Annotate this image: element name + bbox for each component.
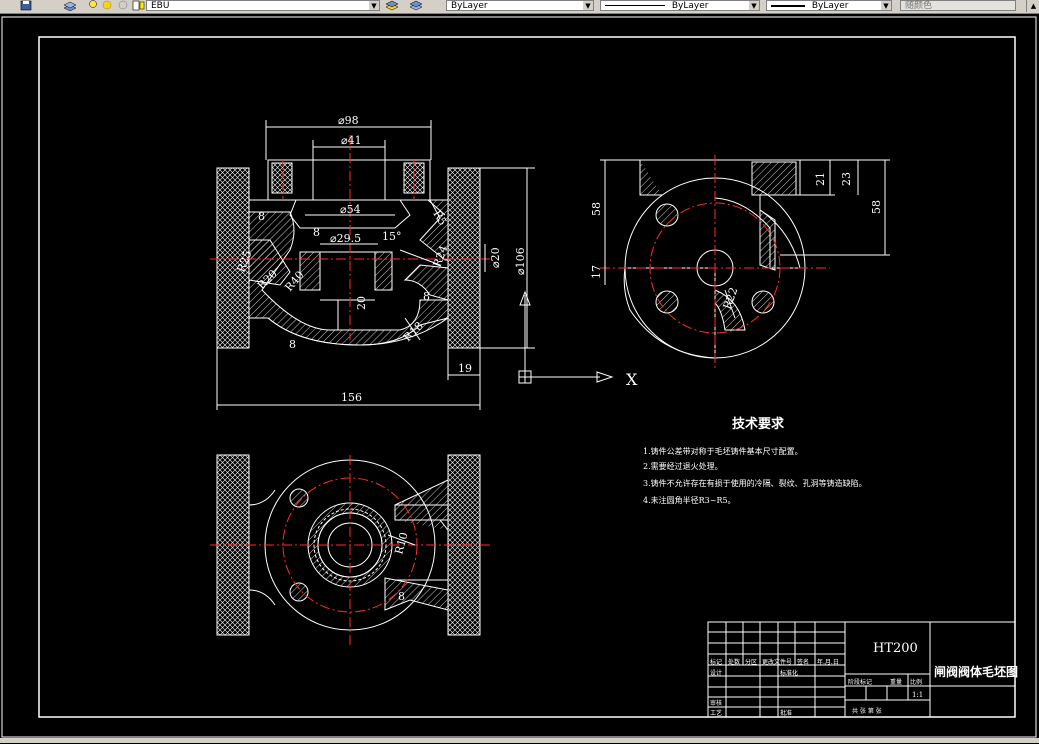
dim-23: 23 [840, 172, 853, 186]
ucs-x-label: X [626, 370, 638, 389]
color-dropdown[interactable]: ByLayer ▼ [446, 0, 594, 11]
dim-29-5: ⌀29.5 [330, 232, 361, 245]
plotstyle-value: 随颜色 [905, 1, 933, 11]
top-view-dims: R10 8 [392, 531, 410, 603]
dim-8d: 8 [289, 338, 296, 351]
dim-19: 19 [458, 362, 472, 375]
dim-R10: R10 [392, 531, 410, 556]
tech-req-title: 技术要求 [732, 416, 785, 432]
layer-name: EBU [151, 1, 170, 11]
sheet-border [1, 16, 1037, 738]
tb-check: 审核 [710, 699, 722, 707]
dim-R22: R22 [721, 286, 741, 311]
color-value: ByLayer [451, 1, 488, 11]
dim-phi106: ⌀106 [514, 247, 527, 275]
tech-req-item-4: 4.未注圆角半径R3~R5。 [643, 495, 736, 505]
tb-date: 年.月.日 [817, 658, 839, 666]
tb-design: 设计 [710, 669, 722, 677]
status-strip [0, 738, 1039, 743]
tech-req-item-1: 1.铸件公差带对称于毛坯铸件基本尺寸配置。 [643, 446, 803, 456]
linetype-dropdown[interactable]: ByLayer ▼ [600, 0, 760, 11]
tb-standard: 标准化 [780, 669, 798, 677]
tb-weight: 重量 [890, 678, 902, 686]
dim-58-left: 58 [590, 202, 603, 216]
frame-border [38, 36, 1016, 718]
tb-stage: 阶段标记 [848, 678, 872, 686]
dim-20-vertical: 20 [355, 296, 368, 310]
dim-54: ⌀54 [340, 203, 361, 216]
layer-dropdown[interactable]: EBU ▼ [146, 0, 380, 11]
tb-mark: 标记 [710, 658, 722, 666]
chevron-down-icon[interactable]: ▼ [583, 1, 593, 10]
dim-156: 156 [341, 391, 362, 404]
dim-17: 17 [590, 265, 603, 279]
lineweight-preview [771, 4, 805, 7]
dim-phi20: ⌀20 [489, 247, 502, 268]
material-label: HT200 [873, 641, 918, 656]
plotstyle-dropdown[interactable]: 随颜色 [900, 0, 1016, 11]
lineweight-value: ByLayer [811, 1, 849, 11]
drawing-svg: ⌀98 ⌀41 ⌀54 ⌀29.5 15° R24 R5 R20 R40 R25… [1, 16, 1037, 738]
layer-manager-icon[interactable] [62, 0, 78, 12]
dim-8a: 8 [258, 210, 265, 223]
title-block-text: HT200 闸阀阀体毛坯图 标记 处数 分区 更改文件号 签名 年.月.日 设计… [710, 641, 1018, 717]
tech-req-item-3: 3.铸件不允许存在有损于使用的冷隔、裂纹、孔洞等铸造缺陷。 [643, 478, 867, 488]
dim-8c: 8 [423, 290, 430, 303]
tb-count: 处数 [728, 658, 740, 666]
chevron-down-icon[interactable]: ▼ [749, 1, 759, 10]
dim-21: 21 [814, 172, 827, 186]
tb-scale-value: 1:1 [912, 691, 923, 699]
title-block [707, 621, 1016, 718]
tb-approve: 批准 [780, 709, 792, 717]
sun-icon[interactable] [101, 0, 113, 12]
lineweight-dropdown[interactable]: ByLayer ▼ [766, 0, 892, 11]
tb-sheet-info: 共 张 第 张 [852, 707, 882, 715]
ucs-icon [518, 290, 614, 384]
layer-match-icon[interactable] [408, 0, 424, 12]
side-view-dims: 21 23 58 58 17 R22 [590, 172, 883, 311]
chevron-down-icon[interactable]: ▼ [881, 1, 891, 10]
linetype-preview [605, 5, 665, 6]
layer-previous-icon[interactable] [384, 0, 400, 12]
properties-toolbar: EBU ▼ ByLayer ▼ ByLayer ▼ ByLayer ▼ 随颜色 … [0, 0, 1039, 14]
chevron-down-icon[interactable]: ▼ [369, 1, 379, 10]
front-view [210, 120, 535, 410]
dim-8b: 8 [313, 226, 320, 239]
tech-req-item-2: 2.需要经过退火处理。 [643, 461, 723, 471]
part-name: 闸阀阀体毛坯图 [934, 664, 1018, 679]
linetype-value: ByLayer [671, 1, 709, 11]
dim-41: ⌀41 [341, 134, 362, 147]
scrollbar-up[interactable]: ▲ [1026, 0, 1039, 12]
save-icon[interactable] [20, 0, 34, 12]
lightbulb-icon[interactable] [88, 0, 98, 12]
lock-icon[interactable] [117, 0, 129, 12]
tb-sign: 签名 [797, 658, 809, 666]
tech-requirements: 技术要求 1.铸件公差带对称于毛坯铸件基本尺寸配置。 2.需要经过退火处理。 3… [643, 416, 867, 505]
tb-scale: 比例 [910, 678, 922, 686]
dim-8-top: 8 [398, 590, 405, 603]
tb-change-doc: 更改文件号 [762, 658, 792, 666]
tb-process: 工艺 [710, 709, 722, 717]
color-swatch-icon[interactable] [132, 0, 146, 12]
tb-zone: 分区 [745, 658, 757, 666]
dim-98: ⌀98 [338, 114, 359, 127]
dim-15deg: 15° [382, 230, 402, 243]
dim-58-right: 58 [870, 200, 883, 214]
top-view [210, 454, 490, 645]
drawing-canvas[interactable]: ⌀98 ⌀41 ⌀54 ⌀29.5 15° R24 R5 R20 R40 R25… [0, 14, 1039, 739]
side-view [600, 155, 890, 370]
